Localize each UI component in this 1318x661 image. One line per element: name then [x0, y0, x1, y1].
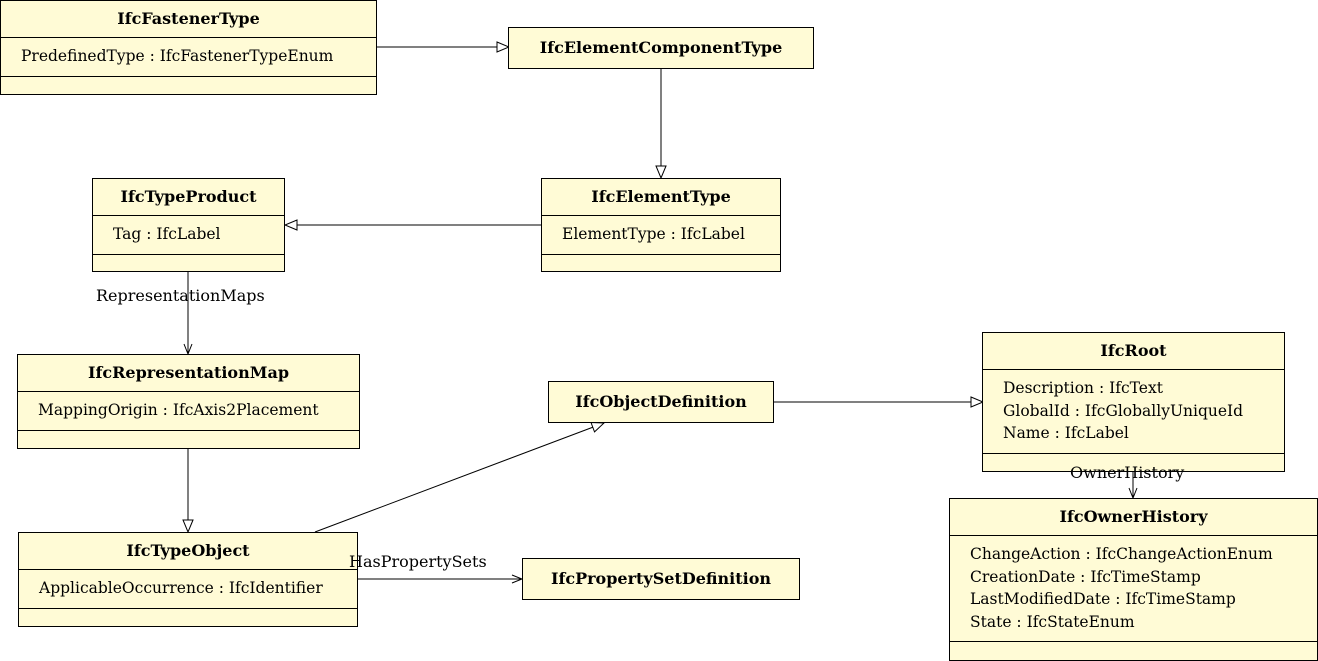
class-attributes: Tag : IfcLabel	[93, 215, 284, 254]
attribute: MappingOrigin : IfcAxis2Placement	[38, 401, 319, 419]
class-name: IfcTypeObject	[126, 541, 250, 560]
association-label-owner-history: OwnerHistory	[1070, 463, 1185, 482]
class-attributes: MappingOrigin : IfcAxis2Placement	[18, 391, 359, 430]
attribute: Description : IfcText	[1003, 379, 1163, 397]
class-attributes: ElementType : IfcLabel	[542, 215, 780, 254]
class-ifc-type-product[interactable]: IfcTypeProduct Tag : IfcLabel	[92, 178, 285, 272]
class-attributes: ChangeAction : IfcChangeActionEnum Creat…	[950, 535, 1317, 641]
edge-type-object-to-object-definition	[314, 423, 604, 533]
class-operations	[18, 429, 359, 448]
class-attributes: ApplicableOccurrence : IfcIdentifier	[19, 569, 357, 608]
attribute: PredefinedType : IfcFastenerTypeEnum	[21, 47, 334, 65]
attribute: ApplicableOccurrence : IfcIdentifier	[39, 579, 323, 597]
class-ifc-object-definition[interactable]: IfcObjectDefinition	[548, 381, 774, 423]
class-attributes: PredefinedType : IfcFastenerTypeEnum	[1, 37, 376, 76]
class-attributes: Description : IfcText GlobalId : IfcGlob…	[983, 369, 1284, 453]
class-ifc-property-set-definition[interactable]: IfcPropertySetDefinition	[522, 558, 800, 600]
class-ifc-element-type[interactable]: IfcElementType ElementType : IfcLabel	[541, 178, 781, 272]
attribute: Tag : IfcLabel	[113, 225, 221, 243]
attribute: State : IfcStateEnum	[970, 612, 1135, 631]
class-name: IfcElementType	[591, 187, 731, 206]
class-ifc-owner-history[interactable]: IfcOwnerHistory ChangeAction : IfcChange…	[949, 498, 1318, 661]
class-name: IfcRoot	[1100, 341, 1167, 360]
attribute: GlobalId : IfcGloballyUniqueId	[1003, 401, 1244, 420]
association-label-representation-maps: RepresentationMaps	[96, 286, 265, 305]
association-label-has-property-sets: HasPropertySets	[349, 552, 487, 571]
class-ifc-root[interactable]: IfcRoot Description : IfcText GlobalId :…	[982, 332, 1285, 472]
class-name: IfcObjectDefinition	[575, 392, 747, 411]
class-name: IfcPropertySetDefinition	[550, 569, 772, 588]
class-name: IfcFastenerType	[117, 9, 260, 28]
attribute: Name : IfcLabel	[1003, 424, 1129, 442]
class-operations	[93, 253, 284, 272]
class-name: IfcElementComponentType	[539, 38, 783, 57]
attribute: ElementType : IfcLabel	[562, 225, 745, 243]
class-name: IfcTypeProduct	[120, 187, 257, 206]
attribute: ChangeAction : IfcChangeActionEnum	[970, 545, 1273, 563]
class-operations	[950, 641, 1317, 659]
class-ifc-representation-map[interactable]: IfcRepresentationMap MappingOrigin : Ifc…	[17, 354, 360, 449]
class-operations	[542, 253, 780, 272]
class-name: IfcRepresentationMap	[88, 363, 289, 382]
attribute: CreationDate : IfcTimeStamp	[970, 567, 1201, 586]
class-operations	[19, 607, 357, 626]
class-operations	[1, 75, 376, 94]
class-ifc-fastener-type[interactable]: IfcFastenerType PredefinedType : IfcFast…	[0, 0, 377, 95]
class-ifc-type-object[interactable]: IfcTypeObject ApplicableOccurrence : Ifc…	[18, 532, 358, 627]
class-ifc-element-component-type[interactable]: IfcElementComponentType	[508, 27, 814, 69]
attribute: LastModifiedDate : IfcTimeStamp	[970, 590, 1236, 608]
class-name: IfcOwnerHistory	[1059, 507, 1208, 526]
class-operations	[983, 452, 1284, 471]
